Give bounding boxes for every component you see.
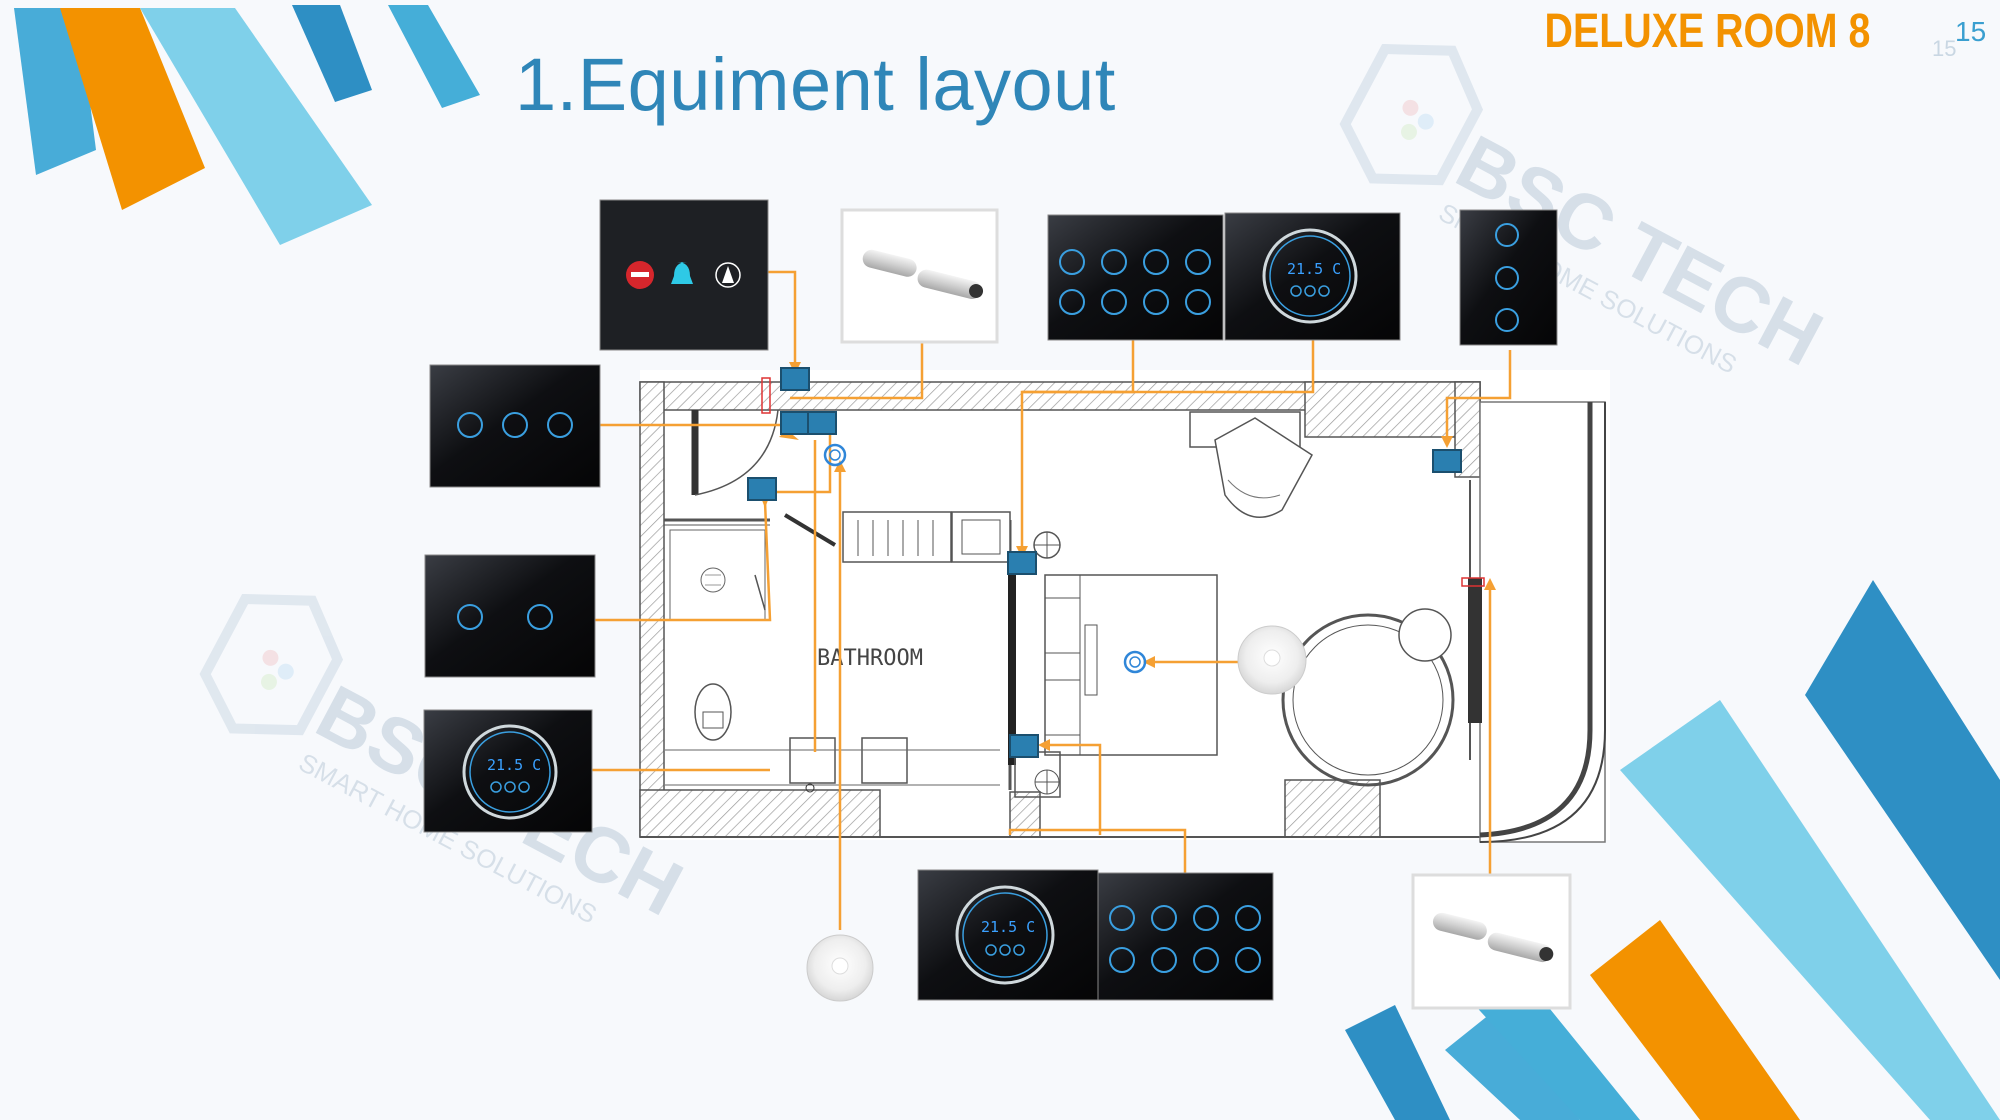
marker-bath-switch[interactable] (747, 477, 777, 501)
connector-lines (590, 270, 1512, 930)
thermostat-bottom[interactable]: 21.5 C (917, 869, 1099, 1001)
thermostat-top[interactable]: 21.5 C (1224, 212, 1401, 341)
floor-plan: BATHROOM (639, 370, 1610, 843)
bell-icon (671, 262, 693, 284)
page-number: 15 (1955, 16, 1987, 47)
curtain-motor-top[interactable] (840, 208, 999, 344)
thermostat-left[interactable]: 21.5 C (423, 709, 593, 833)
marker-entry-switch-1[interactable] (780, 411, 810, 435)
bathroom-label: BATHROOM (817, 646, 923, 671)
panel-scene-8-top[interactable] (1047, 214, 1224, 341)
marker-curtain-switch[interactable] (1432, 449, 1462, 473)
panel-entry-3-buttons[interactable] (429, 364, 601, 488)
occupancy-sensor-bottom[interactable] (806, 934, 874, 1002)
slide-title: 1.Equiment layout (515, 43, 1116, 126)
marker-entry-keycard[interactable] (780, 367, 810, 391)
marker-sensor-bed[interactable] (1123, 650, 1147, 674)
watermark-top: BSC TECH SMART HOME SOLUTIONS (1339, 43, 1836, 383)
page-number-shadow: 15 (1932, 36, 1957, 61)
room-name: DELUXE ROOM 8 (1544, 5, 1870, 58)
thermo-top-temp: 21.5 C (1287, 260, 1341, 278)
panel-curtain-vertical[interactable] (1459, 209, 1558, 346)
panel-service-dnd-mur[interactable] (599, 199, 769, 351)
thermo-left-temp: 21.5 C (487, 756, 541, 774)
decor-stripes-top-left (14, 5, 480, 245)
marker-bedside-bottom[interactable] (1009, 734, 1039, 758)
marker-sensor-entry[interactable] (823, 443, 847, 467)
panel-bath-2-buttons[interactable] (424, 554, 596, 678)
marker-entry-switch-2[interactable] (807, 411, 837, 435)
panel-scene-8-bottom[interactable] (1097, 872, 1274, 1001)
device-markers (747, 367, 1462, 758)
occupancy-sensor-right[interactable] (1237, 625, 1307, 695)
thermo-bottom-temp: 21.5 C (981, 918, 1035, 936)
mur-icon (715, 262, 741, 288)
curtain-motor-bottom[interactable] (1411, 873, 1572, 1010)
marker-bedside-top[interactable] (1007, 551, 1037, 575)
